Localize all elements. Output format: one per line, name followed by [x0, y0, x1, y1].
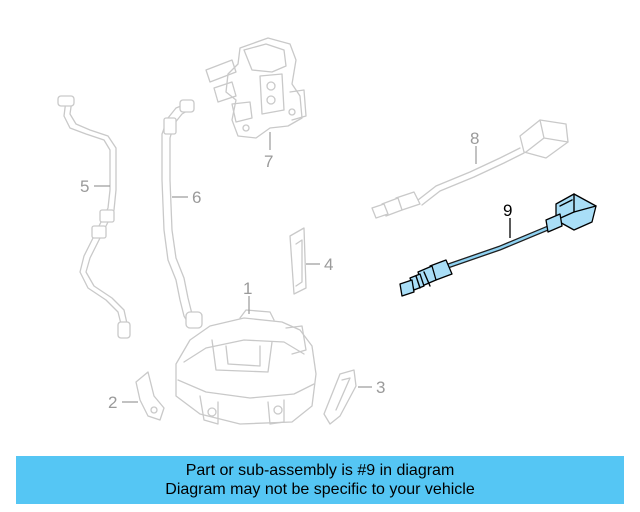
part-2-bracket [135, 371, 165, 421]
callout-2: 2 [108, 393, 117, 412]
part-5-hose [57, 95, 131, 339]
callout-5: 5 [80, 177, 89, 196]
part-1-canister [175, 309, 317, 425]
part-9-oxygen-sensor[interactable] [399, 193, 597, 297]
callout-9: 9 [503, 201, 512, 220]
part-3-bracket [323, 369, 357, 425]
callout-6: 6 [192, 188, 201, 207]
callout-3: 3 [376, 378, 385, 397]
banner-line-disclaimer: Diagram may not be specific to your vehi… [165, 481, 475, 498]
info-banner: Part or sub-assembly is #9 in diagram Di… [16, 456, 624, 504]
part-8-oxygen-sensor [371, 119, 569, 219]
banner-line-part-number: Part or sub-assembly is #9 in diagram [185, 462, 455, 479]
callout-1: 1 [243, 279, 252, 298]
part-7-valve-bracket [205, 37, 307, 139]
callout-4: 4 [324, 255, 333, 274]
part-4-bracket [289, 227, 307, 295]
parts-diagram: 1 2 3 4 5 6 7 8 9 [57, 37, 597, 425]
callout-7: 7 [264, 152, 273, 171]
part-6-hose [161, 99, 203, 329]
callout-8: 8 [470, 129, 479, 148]
